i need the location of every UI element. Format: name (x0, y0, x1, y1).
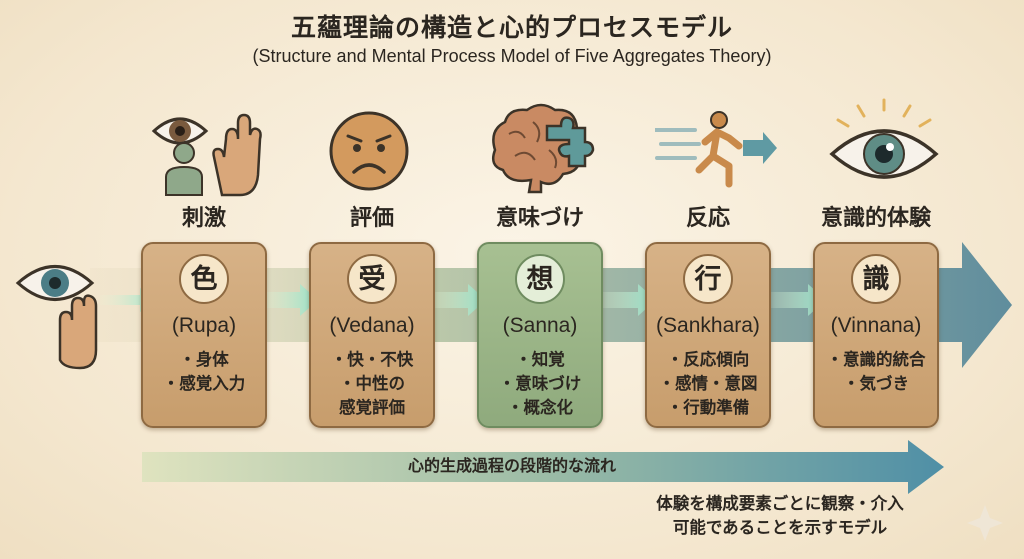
stage-item: ・行動準備 (666, 398, 750, 417)
stage-item: ・気づき (843, 374, 909, 393)
stage-item: ・快・不快 (330, 350, 414, 369)
kanji-badge: 識 (851, 254, 901, 304)
stage-box-sanna: 想 (Sanna) ・知覚 ・意味づけ ・概念化 (477, 242, 603, 428)
running-person-icon (655, 111, 777, 188)
stage-item: 感覚評価 (339, 398, 405, 417)
stage-pali: (Vinnana) (830, 314, 922, 337)
note-line: 体験を構成要素ごとに観察・介入 (656, 494, 904, 513)
stage-pali: (Sanna) (502, 314, 578, 337)
stage-pali: (Vedana) (329, 314, 415, 337)
kanji-badge: 受 (347, 254, 397, 304)
stage-kanji: 色 (190, 263, 218, 295)
stage-pali: (Rupa) (171, 314, 237, 337)
note-line: 可能であることを示すモデル (672, 518, 888, 537)
stage-item: ・意識的統合 (826, 350, 926, 369)
stage-item: ・身体 (179, 350, 229, 369)
stage-box-sankhara: 行 (Sankhara) ・反応傾向 ・感情・意図 ・行動準備 (645, 242, 771, 428)
model-note: 体験を構成要素ごとに観察・介入 可能であることを示すモデル (590, 492, 970, 540)
sparkle-icon (967, 505, 1003, 541)
stage-item: ・感覚入力 (162, 374, 246, 393)
kanji-badge: 行 (683, 254, 733, 304)
stage-label-stimulus: 刺激 (181, 206, 226, 231)
stage-box-vinnana: 識 (Vinnana) ・意識的統合 ・気づき (813, 242, 939, 428)
page-subtitle: (Structure and Mental Process Model of F… (252, 46, 772, 66)
stage-box-vedana: 受 (Vedana) ・快・不快 ・中性の 感覚評価 (309, 242, 435, 428)
kanji-badge: 色 (179, 254, 229, 304)
stage-item: ・反応傾向 (666, 350, 750, 369)
stage-pali: (Sankhara) (656, 314, 760, 337)
stage-kanji: 想 (526, 263, 554, 295)
flow-label: 心的生成過程の段階的な流れ (407, 456, 616, 475)
bottom-flow-arrow (142, 440, 944, 494)
sad-face-icon (329, 111, 409, 191)
stage-item: ・感情・意図 (658, 374, 758, 393)
stage-item: ・知覚 (515, 350, 565, 369)
stage-item: ・概念化 (507, 398, 573, 417)
stage-label-reaction: 反応 (685, 206, 730, 231)
stage-label-meaning: 意味づけ (495, 206, 584, 231)
stage-label-evaluation: 評価 (349, 206, 394, 231)
chevron-arrow (100, 284, 826, 316)
stage-item: ・意味づけ (498, 374, 582, 393)
input-eye-hand-icon (15, 265, 98, 370)
stage-item: ・中性の (339, 374, 405, 393)
page-title: 五蘊理論の構造と心的プロセスモデル (290, 13, 733, 42)
stage-kanji: 受 (358, 263, 386, 295)
eye-and-hand-icon (151, 113, 262, 197)
stage-kanji: 行 (694, 263, 722, 295)
stage-label-conscious-experience: 意識的体験 (820, 206, 931, 231)
stage-box-rupa: 色 (Rupa) ・身体 ・感覚入力 (141, 242, 267, 428)
brain-puzzle-icon (492, 103, 595, 194)
kanji-badge: 想 (515, 254, 565, 304)
radiant-eye-icon (829, 98, 939, 179)
stage-kanji: 識 (862, 263, 890, 295)
